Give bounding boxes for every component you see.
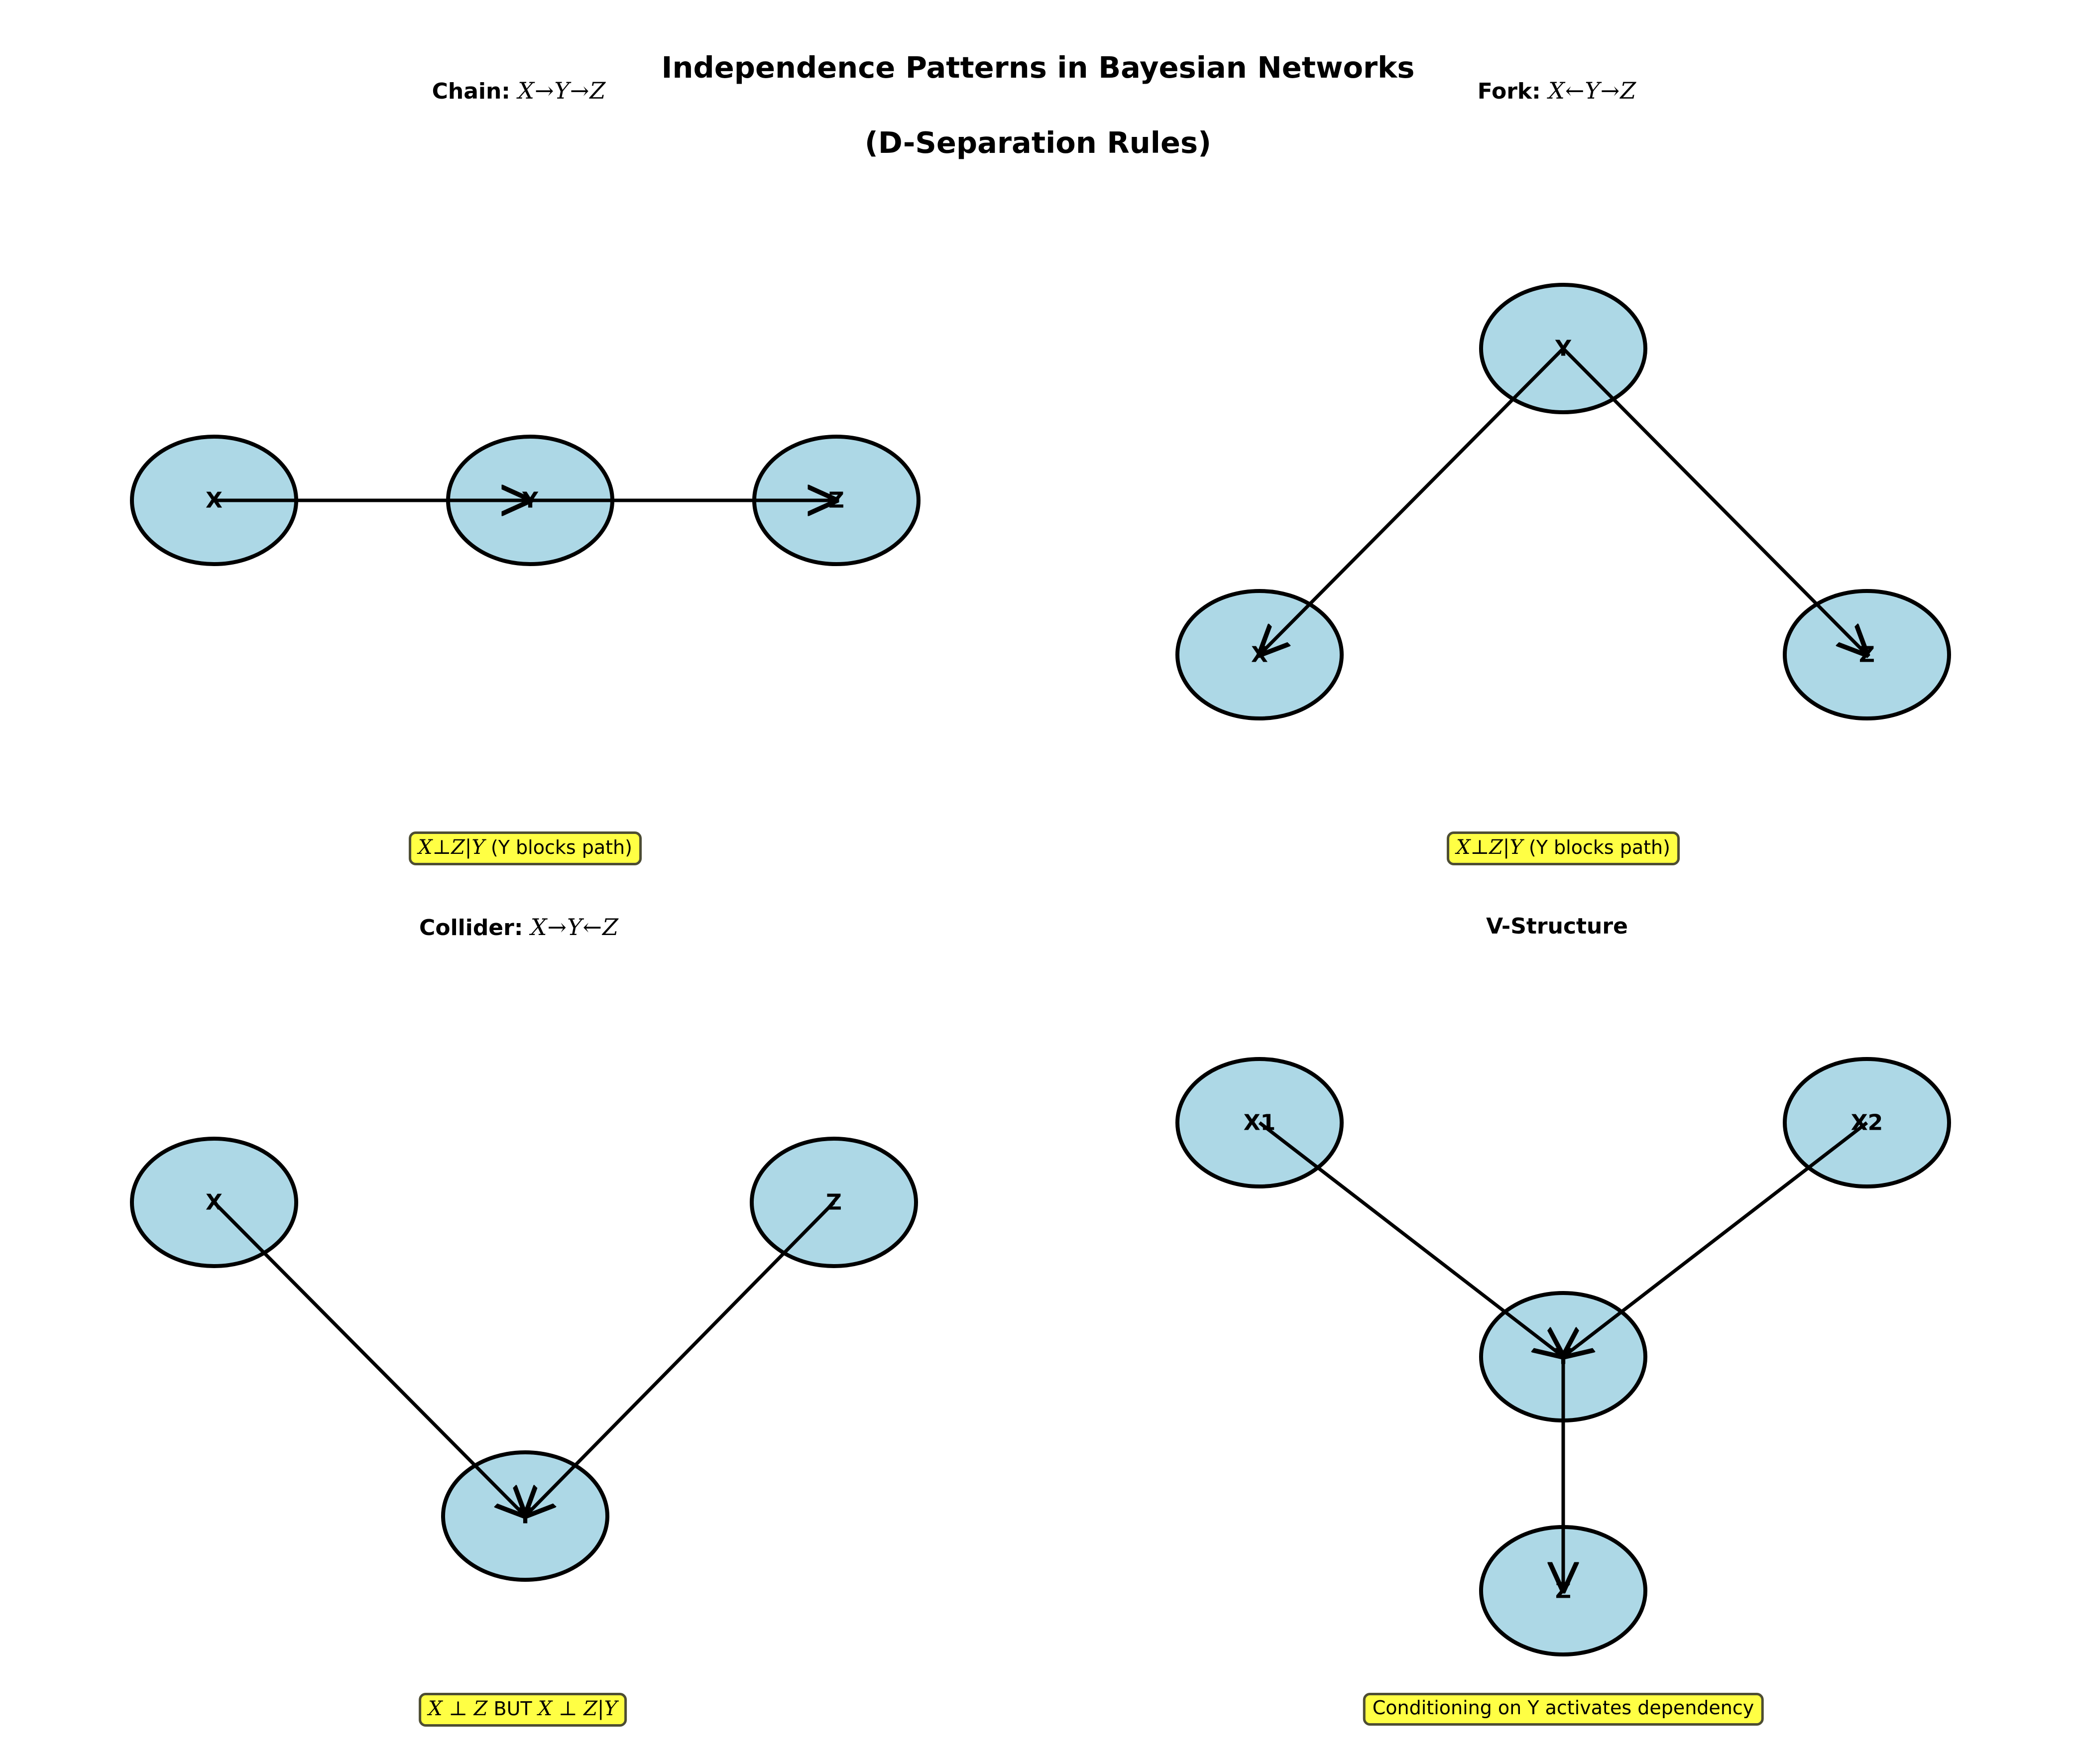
annotation-collider-math-1: X ⊥ Z [428, 1697, 488, 1720]
annotation-fork-text: (Y blocks path) [1522, 836, 1670, 858]
annotation-collider-text: BUT [487, 1698, 538, 1720]
annotation-collider: X ⊥ Z BUT X ⊥ Z|Y [419, 1693, 627, 1727]
panel-title-collider: Collider: X→Y←Z [0, 914, 1038, 941]
annotation-vstructure-text: Conditioning on Y activates dependency [1372, 1697, 1754, 1719]
graph-edge-collider-X-to-Y [213, 1201, 525, 1516]
annotation-fork-math: X⊥Z|Y [1456, 836, 1523, 859]
annotation-chain: X⊥Z|Y (Y blocks path) [409, 831, 642, 865]
figure-title-line-1: Independence Patterns in Bayesian Networ… [661, 50, 1415, 85]
annotation-vstructure: Conditioning on Y activates dependency [1363, 1693, 1764, 1726]
panel-title-collider-math: X→Y←Z [530, 914, 619, 941]
graph-edge-fork-Y-to-Z [1562, 347, 1867, 655]
panel-title-collider-prefix: Collider: [419, 915, 523, 941]
panel-title-chain: Chain: X→Y→Z [0, 77, 1038, 104]
graph-nodes-layer: XYZYXZXZYX1X2YZ [130, 283, 1951, 1656]
panel-title-vstructure: V-Structure [1038, 914, 2076, 939]
annotation-chain-math: X⊥Z|Y [418, 836, 485, 859]
graph-edge-vstructure-X1-to-Y [1258, 1121, 1563, 1357]
graph-edges-layer [213, 347, 1868, 1591]
panel-title-fork-prefix: Fork: [1477, 79, 1541, 104]
annotation-fork: X⊥Z|Y (Y blocks path) [1447, 831, 1680, 865]
panel-title-fork: Fork: X←Y→Z [1038, 77, 2076, 104]
graph-edge-fork-Y-to-X [1260, 347, 1565, 655]
panel-title-fork-math: X←Y→Z [1548, 77, 1637, 104]
annotation-chain-text: (Y blocks path) [484, 836, 632, 858]
figure-title: Independence Patterns in Bayesian Networ… [0, 11, 2076, 199]
panel-title-chain-math: X→Y→Z [518, 77, 606, 104]
annotation-collider-math-2: X ⊥ Z|Y [538, 1697, 617, 1720]
panel-title-chain-prefix: Chain: [432, 79, 510, 104]
figure-title-line-2: (D-Separation Rules) [864, 125, 1212, 160]
panel-title-vstructure-prefix: V-Structure [1486, 914, 1628, 939]
graph-edge-vstructure-X2-to-Y [1563, 1121, 1868, 1357]
graph-edge-collider-Z-to-Y [525, 1201, 835, 1516]
